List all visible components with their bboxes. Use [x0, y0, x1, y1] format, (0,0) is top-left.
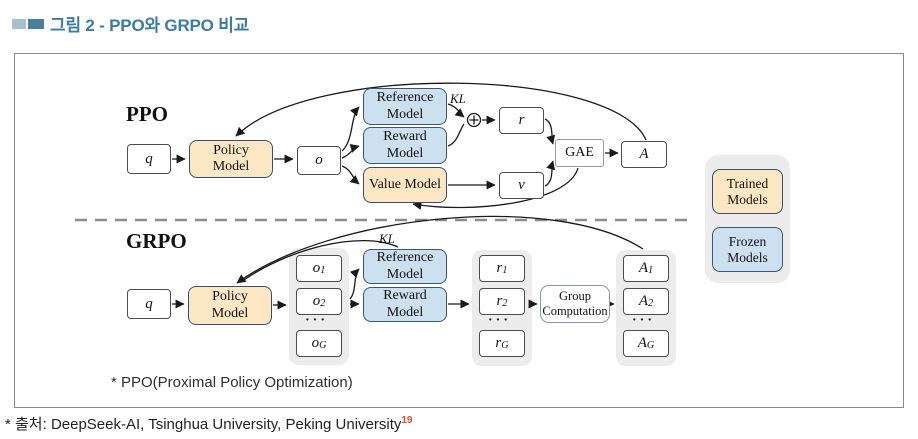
var-symbol: r: [495, 335, 502, 351]
var-symbol: A: [638, 293, 649, 309]
var-subscript: 1: [648, 265, 654, 276]
source-text: * 출처: DeepSeek-AI, Tsinghua University, …: [5, 416, 402, 433]
legend-trained-models: Trained Models: [712, 169, 783, 214]
grpo-query-box: q: [127, 289, 171, 319]
var-symbol: r: [496, 293, 503, 309]
source-line: * 출처: DeepSeek-AI, Tsinghua University, …: [5, 413, 413, 434]
grpo-group-computation-box: Group Computation: [540, 285, 610, 323]
ppo-policy-model-box: Policy Model: [189, 140, 273, 178]
ppo-section-label: PPO: [126, 102, 168, 126]
ppo-value-model-box: Value Model: [363, 167, 447, 203]
grpo-kl-label: KL: [379, 231, 395, 246]
grpo-policy-model-box: Policy Model: [188, 286, 272, 325]
legend-frozen-models: Frozen Models: [712, 227, 783, 272]
ppo-advantage-box: A: [621, 141, 667, 168]
grpo-reward-ellipsis: ···: [488, 313, 512, 328]
ppo-reference-model-box: Reference Model: [363, 88, 447, 125]
grpo-reference-model-box: Reference Model: [363, 249, 447, 284]
title-bullet-dark-icon: [28, 19, 44, 29]
grpo-section-label: GRPO: [126, 229, 187, 253]
var-subscript: 2: [502, 298, 508, 309]
source-superscript: 19: [401, 415, 413, 426]
ppo-value-estimate-box: v: [499, 172, 544, 199]
var-subscript: G: [501, 340, 509, 351]
ppo-footnote: * PPO(Proximal Policy Optimization): [111, 374, 353, 391]
title-bullet-light-icon: [12, 19, 26, 29]
var-symbol: A: [638, 260, 649, 276]
ppo-output-box: o: [297, 146, 341, 175]
ppo-gae-box: GAE: [555, 139, 604, 167]
ppo-query-box: q: [127, 144, 171, 174]
var-subscript: 1: [502, 265, 508, 276]
ppo-reward-model-box: Reward Model: [363, 127, 447, 164]
var-subscript: G: [319, 340, 327, 351]
var-symbol: A: [637, 335, 647, 351]
grpo-reward-model-box: Reward Model: [363, 287, 447, 322]
var-symbol: o: [312, 293, 321, 309]
grpo-output-ellipsis: ···: [305, 313, 329, 328]
var-symbol: o: [311, 335, 320, 351]
var-subscript: G: [646, 340, 655, 351]
var-symbol: o: [312, 260, 321, 276]
ppo-reward-value-box: r: [499, 107, 544, 134]
var-subscript: 2: [648, 298, 654, 309]
ppo-kl-label: KL: [450, 91, 466, 106]
figure-title: 그림 2 - PPO와 GRPO 비교: [50, 16, 250, 35]
var-subscript: 2: [320, 298, 326, 309]
var-subscript: 1: [320, 265, 326, 276]
grpo-advantage-ellipsis: ···: [632, 313, 656, 328]
